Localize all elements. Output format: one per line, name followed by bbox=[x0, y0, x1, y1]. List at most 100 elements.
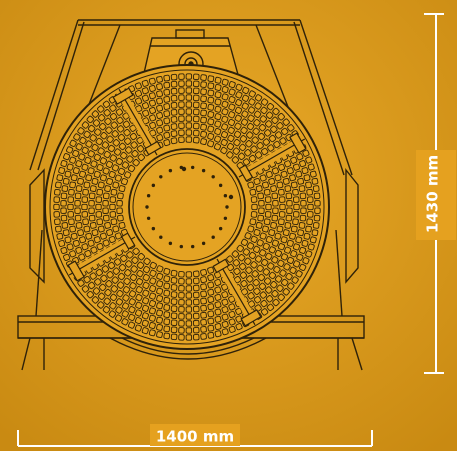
drum-tile bbox=[62, 229, 70, 237]
drum-tile bbox=[121, 318, 129, 326]
drum-tile bbox=[170, 102, 178, 109]
drum-tile bbox=[283, 263, 291, 271]
drum-tile bbox=[75, 185, 83, 192]
drum-tile bbox=[83, 130, 91, 139]
drum-tile bbox=[305, 250, 313, 258]
drum-tile bbox=[200, 276, 207, 284]
drum-tile bbox=[265, 170, 273, 178]
drum-tile bbox=[284, 222, 292, 229]
drum-tile bbox=[120, 178, 128, 186]
drum-tile bbox=[228, 81, 236, 89]
drum-tile bbox=[221, 86, 229, 94]
drum-tile bbox=[135, 293, 143, 302]
drum-tile bbox=[207, 118, 215, 126]
drum-tile bbox=[135, 278, 144, 286]
drum-tile bbox=[258, 207, 265, 214]
drum-tile bbox=[274, 275, 283, 283]
drum-tile bbox=[137, 253, 145, 261]
drum-tile bbox=[260, 106, 268, 115]
drum-tile bbox=[290, 181, 298, 189]
drum-tile bbox=[94, 278, 102, 286]
drum-tile bbox=[102, 167, 110, 175]
drum-hub-hole bbox=[190, 244, 195, 249]
drum-tile bbox=[81, 146, 89, 154]
drum-tile bbox=[278, 196, 286, 203]
drum-tile bbox=[156, 287, 164, 295]
drum-tile bbox=[234, 122, 242, 130]
drum-hub-hole bbox=[179, 244, 184, 249]
drum-tile bbox=[170, 319, 178, 327]
drum-tile bbox=[239, 271, 248, 279]
drum-tile bbox=[248, 90, 256, 98]
drum-tile bbox=[200, 318, 207, 326]
drum-tile bbox=[55, 225, 62, 233]
drum-tile bbox=[235, 315, 243, 323]
drum-tile bbox=[86, 115, 94, 124]
drum-tile bbox=[214, 323, 222, 330]
drum-tile bbox=[233, 130, 242, 138]
drum-hub-hole bbox=[168, 168, 173, 173]
drum-tile bbox=[262, 268, 270, 276]
drum-tile bbox=[60, 214, 68, 222]
drum-tile bbox=[240, 238, 249, 246]
drum-tile bbox=[130, 141, 138, 149]
drum-tile bbox=[233, 138, 241, 147]
drum-tile bbox=[192, 94, 200, 102]
drum-tile bbox=[91, 177, 99, 185]
drum-tile bbox=[89, 272, 97, 280]
drum-tile bbox=[163, 110, 171, 118]
drum-tile bbox=[227, 134, 235, 142]
drum-tile bbox=[247, 300, 256, 308]
drum-tile bbox=[247, 114, 255, 122]
drum-tile bbox=[77, 229, 84, 237]
drum-tile bbox=[207, 111, 215, 118]
drum-tile bbox=[163, 88, 171, 96]
drum-hub-inner bbox=[132, 152, 242, 262]
drum-tile bbox=[207, 288, 215, 296]
drum-tile bbox=[300, 200, 307, 207]
drum-tile bbox=[110, 285, 118, 293]
drum-tile bbox=[134, 89, 142, 97]
drum-tile bbox=[178, 306, 185, 313]
drum-tile bbox=[163, 289, 171, 297]
drum-tile bbox=[291, 276, 299, 284]
drum-segment-clamp bbox=[240, 309, 262, 327]
drum-tile bbox=[156, 309, 163, 317]
drum-hub-hole bbox=[151, 183, 156, 188]
drum-tile bbox=[90, 160, 98, 168]
drum-tile bbox=[170, 123, 178, 130]
drum-tile bbox=[253, 296, 262, 304]
drum-segment-clamp bbox=[67, 260, 85, 282]
drum-tile bbox=[297, 229, 305, 237]
drum-tile bbox=[312, 222, 320, 229]
drum-tile bbox=[309, 236, 317, 244]
drum-tile bbox=[137, 153, 145, 161]
drum-tile bbox=[192, 136, 200, 144]
drum-tile bbox=[245, 266, 253, 274]
drum-tile bbox=[149, 106, 157, 114]
drum-tile bbox=[109, 211, 117, 218]
drum-tile bbox=[293, 260, 301, 268]
drum-tile bbox=[114, 232, 122, 240]
drum-tile bbox=[97, 301, 105, 309]
drum-tile bbox=[192, 277, 200, 285]
drum-tile bbox=[253, 119, 261, 127]
drum-tile bbox=[109, 302, 117, 310]
drum-tile bbox=[156, 280, 164, 288]
drum-tile bbox=[192, 291, 200, 299]
drum-tile bbox=[306, 218, 313, 226]
drum-tile bbox=[89, 185, 97, 192]
drum-tile bbox=[200, 81, 207, 88]
drum-tile bbox=[58, 239, 66, 247]
drum-hub-hole bbox=[168, 241, 173, 246]
drum-tile bbox=[207, 140, 215, 148]
drum-tile bbox=[110, 188, 118, 196]
drum-tile bbox=[95, 196, 103, 203]
drum-tile bbox=[280, 236, 288, 244]
drum-tile bbox=[68, 188, 75, 196]
drum-tile bbox=[110, 121, 118, 129]
drum-tile bbox=[156, 112, 164, 119]
drum-tile bbox=[106, 177, 114, 185]
drum-tile bbox=[149, 285, 157, 293]
drum-tile bbox=[178, 285, 185, 292]
